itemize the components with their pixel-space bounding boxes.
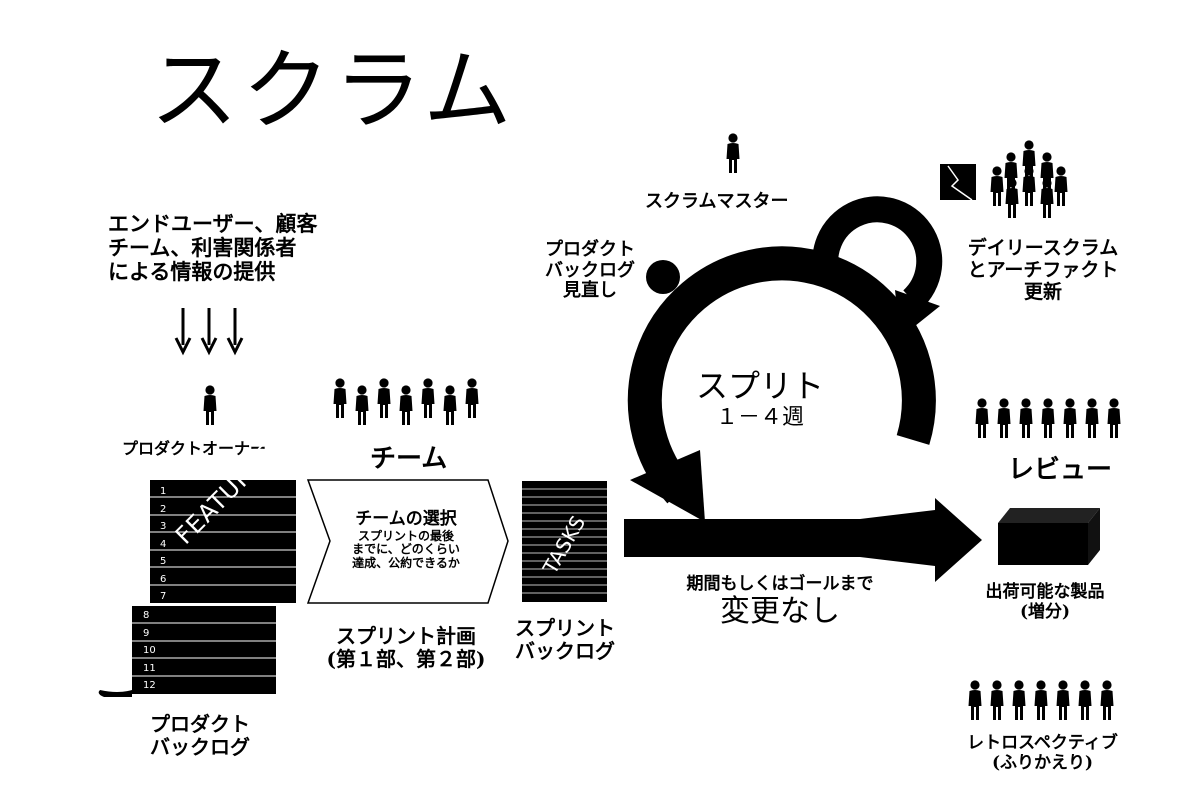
backlog-item-number: 4 <box>160 538 167 550</box>
team-selection-line: スプリントの最後 <box>357 528 454 543</box>
backlog-refinement-label: プロダクト バックログ 見直し <box>525 239 655 302</box>
stakeholder-info: エンドユーザー、顧客 チーム、利害関係者 による情報の提供 <box>108 211 318 285</box>
product-backlog-items-bottom: 8 9 10 11 12 <box>143 607 156 695</box>
retrospective-label: レトロスペクティブ (ふりかえり) <box>955 733 1130 773</box>
review-people-icon <box>975 398 1121 438</box>
team-selection-text: チームの選択 スプリントの最後 までに、どのくらい 達成、公約できるか <box>326 509 486 571</box>
product-owner-label: プロダクトオーナー <box>122 439 267 458</box>
retrospective-people-icon <box>968 680 1114 720</box>
sprint-title: スプリト <box>695 367 824 405</box>
no-change-text: 期間もしくはゴールまで 変更なし <box>660 574 900 629</box>
backlog-item-number: 5 <box>160 556 167 567</box>
no-change-line2: 変更なし <box>720 593 840 629</box>
shippable-product-label: 出荷可能な製品 (増分) <box>965 582 1125 622</box>
label-line: バックログ <box>545 259 635 281</box>
shippable-product-box-icon <box>998 508 1100 565</box>
label-line: (第１部、第２部) <box>326 647 486 671</box>
artifact-icon <box>940 164 976 201</box>
input-arrows <box>174 308 244 356</box>
backlog-item-number: 8 <box>143 610 150 621</box>
team-selection-line: 達成、公約できるか <box>352 556 460 571</box>
review-label: レビュー <box>1008 455 1113 485</box>
daily-scrum-loop-arrow <box>812 196 943 338</box>
label-line: スプリント計画 <box>336 624 476 648</box>
no-change-line1: 期間もしくはゴールまで <box>686 574 874 594</box>
product-backlog-items-top: 1 2 3 4 5 6 7 <box>160 483 166 606</box>
team-label: チーム <box>370 444 448 474</box>
label-line: スプリント <box>515 616 615 640</box>
stakeholder-line: による情報の提供 <box>108 259 276 285</box>
backlog-item-number: 6 <box>160 573 167 585</box>
product-backlog-top <box>150 480 296 603</box>
label-line: 出荷可能な製品 <box>985 582 1105 602</box>
backlog-item-number: 3 <box>160 521 167 532</box>
scrum-master-person-icon <box>726 133 740 173</box>
backlog-item-number: 2 <box>160 503 167 515</box>
backlog-item-number: 11 <box>143 662 156 674</box>
label-line: レトロスペクティブ <box>967 733 1118 753</box>
backlog-item-number: 12 <box>143 680 156 691</box>
label-line: とアーチファクト <box>967 258 1119 281</box>
sprint-backlog-label: スプリント バックログ <box>500 617 630 663</box>
product-backlog-bottom <box>98 606 276 697</box>
team-selection-chevron <box>306 479 509 604</box>
backlog-item-number: 10 <box>143 645 156 656</box>
down-arrow-icon <box>174 308 192 356</box>
sprint-backlog-stack <box>522 481 607 602</box>
product-backlog-label: プロダクト バックログ <box>130 713 270 759</box>
label-line: バックログ <box>150 735 250 759</box>
backlog-item-number: 7 <box>160 591 167 602</box>
label-line: (ふりかえり) <box>991 752 1094 773</box>
output-arrow <box>624 498 982 582</box>
label-line: デイリースクラム <box>967 237 1119 259</box>
label-line: プロダクト <box>545 239 635 260</box>
team-people-icon <box>333 378 479 425</box>
sprint-duration: １－４週 <box>715 404 804 430</box>
daily-scrum-people-icon <box>990 140 1068 218</box>
stakeholder-line: チーム、利害関係者 <box>108 235 297 261</box>
label-line: 更新 <box>1023 280 1062 303</box>
team-selection-heading: チームの選択 <box>355 509 457 529</box>
sprint-center-text: スプリト １－４週 <box>680 368 840 430</box>
scrum-master-label: スクラムマスター <box>645 191 789 212</box>
label-line: (増分) <box>1019 601 1071 622</box>
label-line: バックログ <box>515 639 615 663</box>
sprint-cycle-arrow <box>627 246 936 522</box>
down-arrow-icon <box>226 308 244 356</box>
team-selection-line: までに、どのくらい <box>352 542 460 557</box>
stakeholder-line: エンドユーザー、顧客 <box>108 211 318 236</box>
down-arrow-icon <box>200 308 218 356</box>
product-owner-person-icon <box>203 385 217 425</box>
sprint-planning-label: スプリント計画 (第１部、第２部) <box>316 625 496 671</box>
daily-scrum-label: デイリースクラム とアーチファクト 更新 <box>948 237 1138 304</box>
label-line: プロダクト <box>150 712 250 736</box>
backlog-item-number: 9 <box>143 627 150 639</box>
label-line: 見直し <box>563 280 617 302</box>
page-title: スクラム <box>150 39 516 142</box>
backlog-item-number: 1 <box>160 486 167 497</box>
